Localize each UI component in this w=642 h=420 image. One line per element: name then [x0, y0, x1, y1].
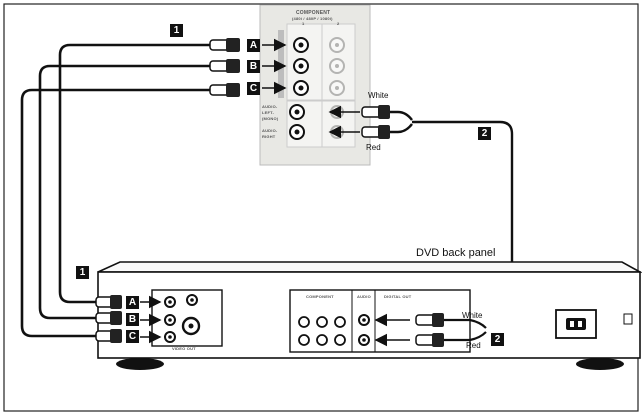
cable-label-b-top: B — [247, 60, 260, 73]
red-label-dvd: Red — [466, 341, 481, 350]
top-arrows — [262, 38, 287, 95]
tv-audio-left-jack — [289, 104, 305, 120]
step-badge-1-top: 1 — [170, 24, 183, 37]
cable-label-a-top: A — [247, 39, 260, 52]
tv-jack-1 — [293, 37, 309, 53]
tv-audio-left-label: AUDIO-LEFT-(MONO) — [262, 104, 279, 121]
step-badge-1-bottom: 1 — [76, 266, 89, 279]
cable-label-c-top: C — [247, 82, 260, 95]
step-badge-2-bottom: 2 — [491, 333, 504, 346]
cable-label-a-dvd: A — [126, 296, 139, 309]
component-cables — [20, 43, 212, 338]
tv-audio-plugs — [361, 105, 390, 139]
dvd-audio-jacks — [358, 314, 370, 346]
tv-audio-right-jack — [289, 124, 305, 140]
tv-component-subheader: (480i / 480P / 1080i) — [292, 16, 333, 21]
tv-jack-2 — [293, 58, 309, 74]
cable-label-b-dvd: B — [126, 313, 139, 326]
tv-audio-right-label: AUDIO-RIGHT — [262, 128, 278, 139]
dvd-video-out-label: VIDEO OUT — [172, 346, 196, 351]
dvd-audio-arrows — [374, 313, 410, 347]
dvd-back-panel-title: DVD back panel — [416, 247, 496, 259]
diagram-border — [3, 3, 639, 412]
dvd-component-label: COMPONENT — [306, 294, 334, 299]
dvd-video-arrows — [140, 295, 162, 344]
dvd-audio-label: AUDIO — [357, 294, 371, 299]
white-label-dvd: White — [462, 311, 483, 320]
power-outlet — [555, 309, 633, 339]
dvd-left-plugs — [95, 295, 122, 343]
tv-audio-arrows — [328, 105, 360, 139]
red-label-top: Red — [366, 143, 381, 152]
tv-jack-3 — [293, 80, 309, 96]
dvd-audio-plugs — [415, 313, 444, 347]
cable-label-c-dvd: C — [126, 330, 139, 343]
dvd-video-jacks — [164, 294, 201, 343]
tv-component-header: COMPONENT — [296, 10, 331, 16]
top-plugs — [209, 38, 240, 97]
tv-col-1: 1 — [302, 21, 305, 26]
dvd-digital-label: DIGITAL OUT — [384, 294, 412, 299]
dvd-component-jacks — [298, 316, 346, 346]
tv-col-2: 2 — [337, 21, 340, 26]
white-label-top: White — [368, 91, 389, 100]
step-badge-2-top: 2 — [478, 127, 491, 140]
